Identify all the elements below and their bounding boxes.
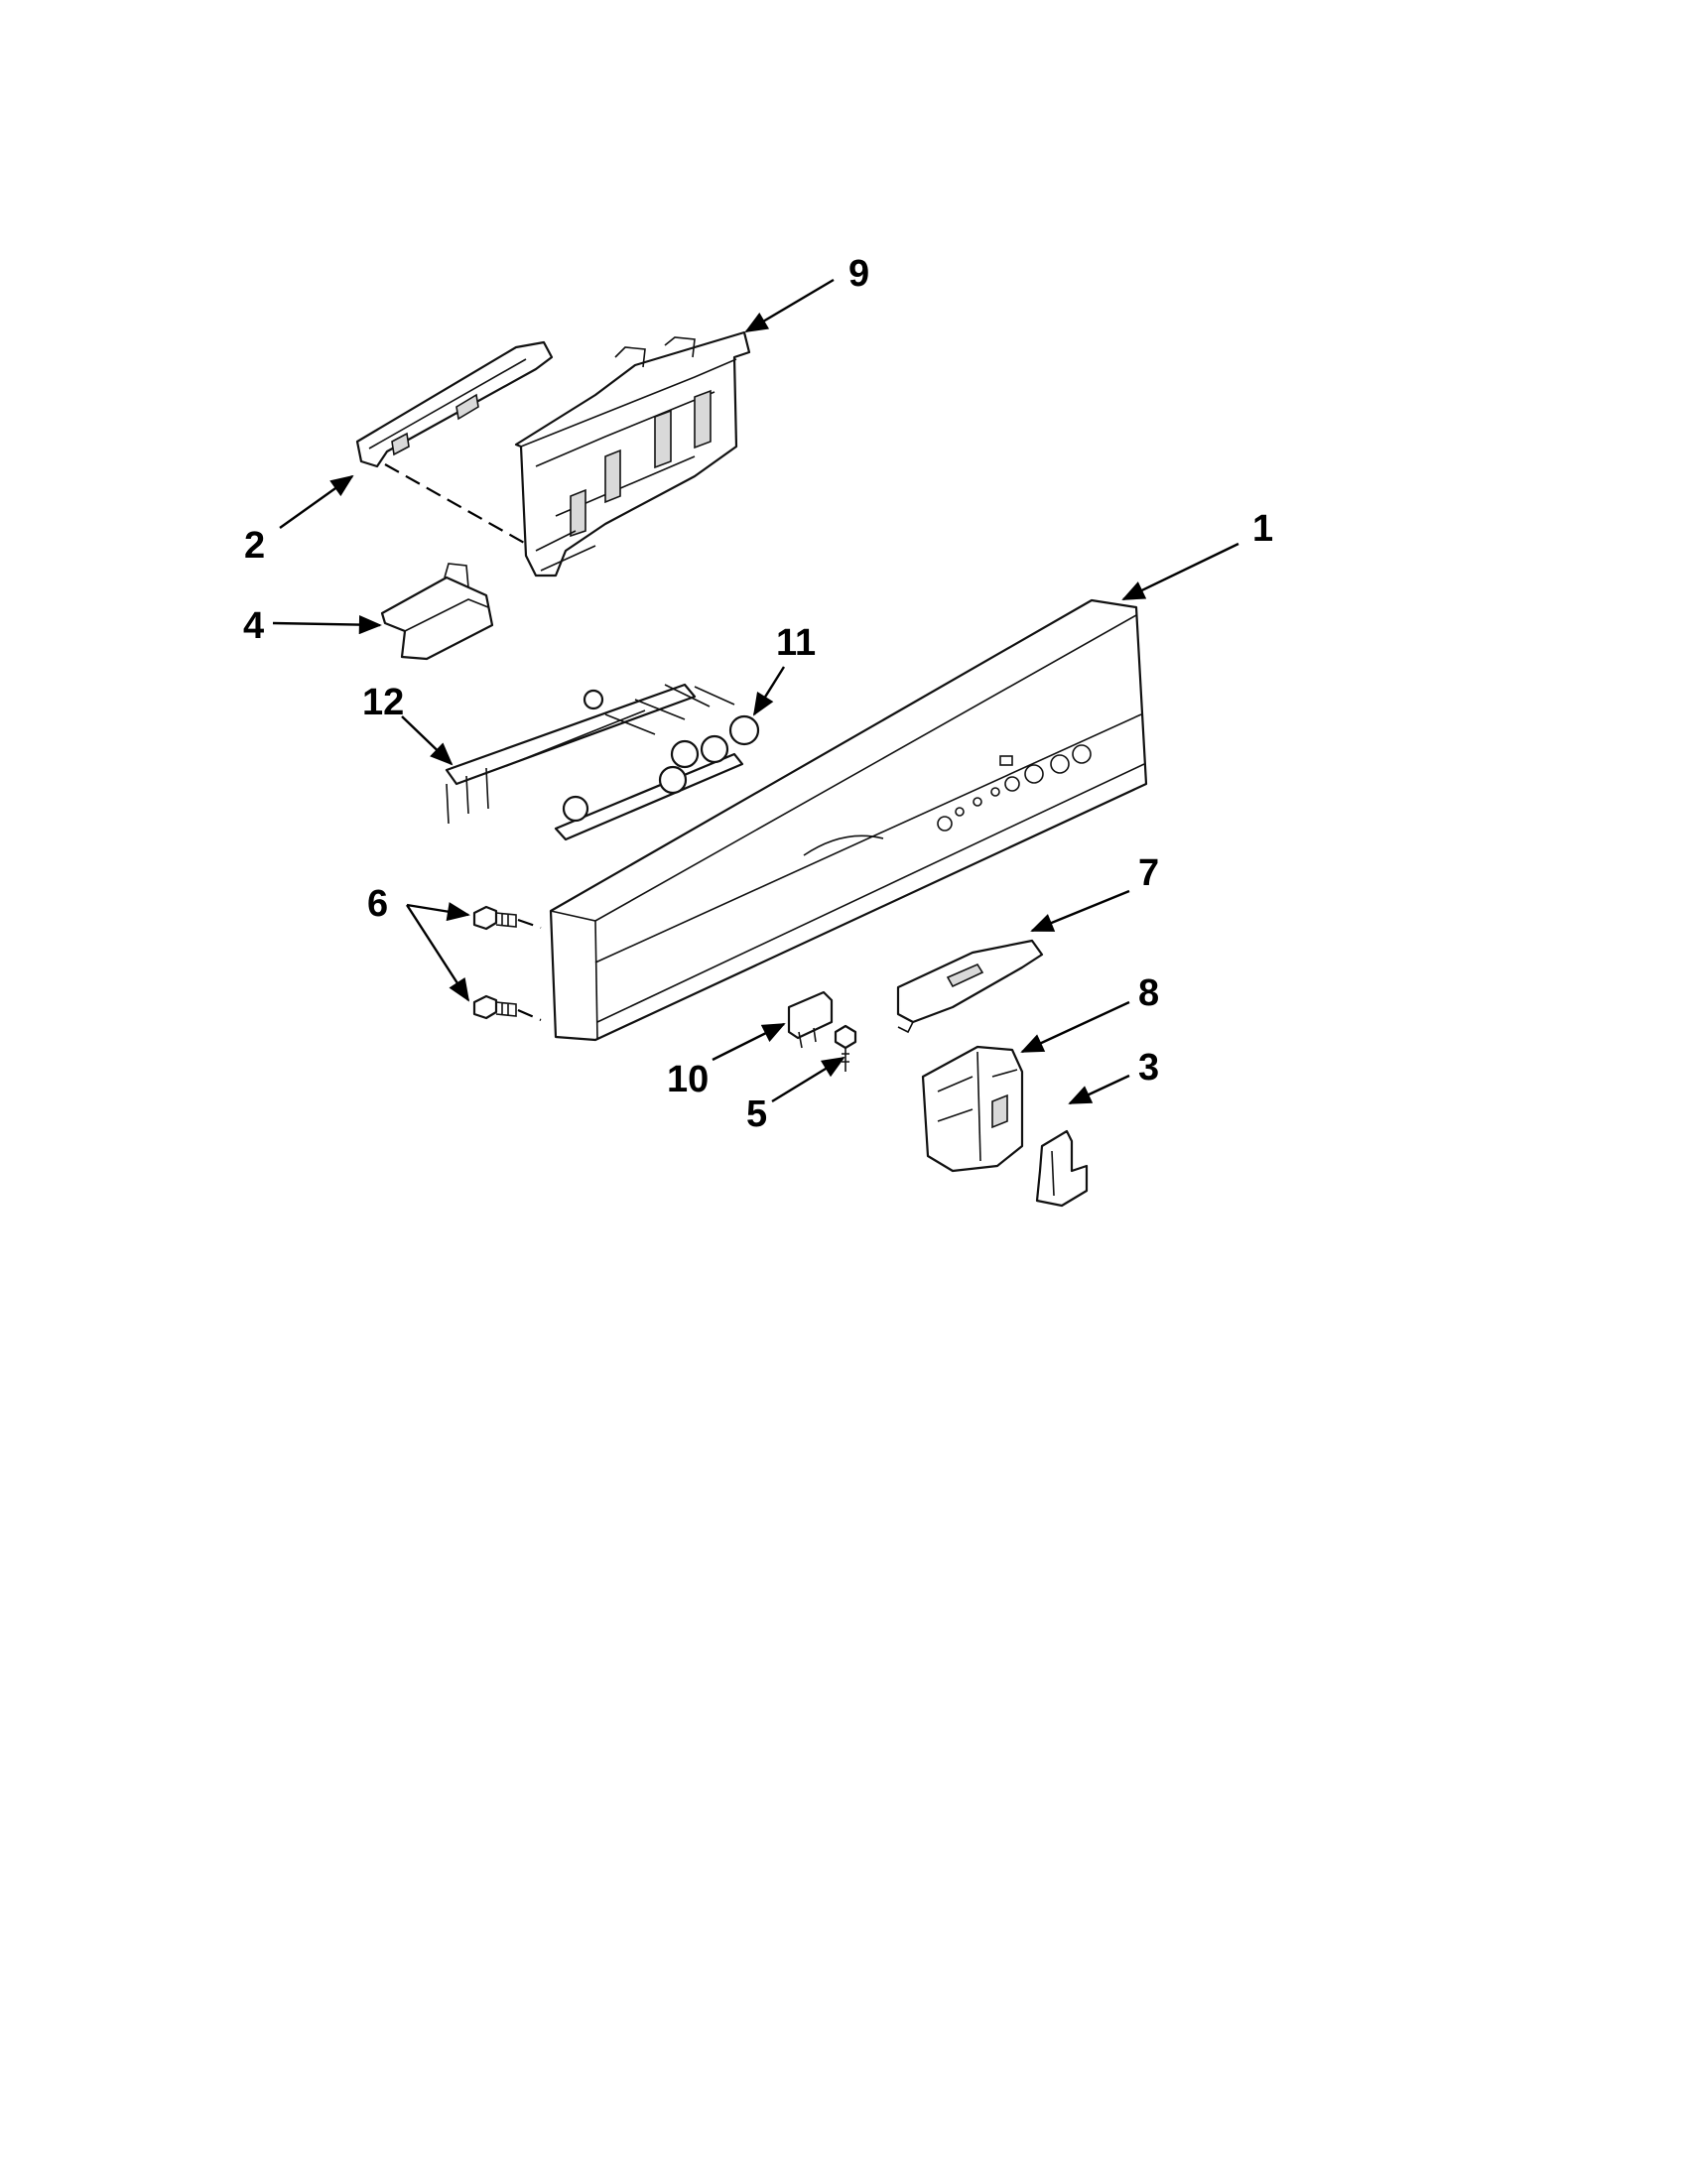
leader-lines — [272, 278, 1239, 1105]
callout-9: 9 — [848, 253, 869, 295]
part-10-switch[interactable] — [787, 990, 834, 1049]
part-4-cover[interactable] — [380, 563, 494, 661]
leader-2 — [279, 474, 354, 529]
leader-6-lower — [405, 904, 470, 1002]
part-7-latch-handle[interactable] — [896, 939, 1044, 1034]
part-11-buttons[interactable] — [554, 684, 760, 841]
leader-7 — [1030, 889, 1130, 933]
leader-1 — [1121, 542, 1239, 601]
callout-5: 5 — [746, 1093, 767, 1135]
leader-3 — [1068, 1074, 1130, 1105]
callout-12: 12 — [362, 682, 404, 723]
leader-12 — [401, 715, 454, 766]
part-2-bracket[interactable] — [355, 340, 554, 468]
callout-10: 10 — [667, 1059, 709, 1100]
callout-6: 6 — [367, 883, 388, 925]
part-3-strike-bracket[interactable] — [1035, 1129, 1089, 1208]
part-6-screws[interactable] — [472, 905, 517, 1020]
leader-9 — [744, 278, 835, 333]
leader-4 — [272, 615, 382, 635]
part-5-screw[interactable] — [834, 1024, 857, 1072]
part-8-door-latch[interactable] — [921, 1045, 1024, 1173]
screw-alignment-lower — [517, 1008, 542, 1022]
callout-8: 8 — [1138, 972, 1159, 1014]
callout-labels: 9 2 1 4 11 12 6 7 8 3 10 5 — [243, 253, 1273, 1135]
leader-5 — [771, 1056, 845, 1103]
part-9-control-board[interactable] — [514, 330, 751, 578]
leader-11 — [752, 666, 786, 716]
callout-3: 3 — [1138, 1047, 1159, 1089]
screw-alignment-upper — [517, 918, 542, 930]
leader-6-upper — [406, 902, 470, 922]
callout-4: 4 — [243, 605, 264, 647]
leader-10 — [712, 1022, 786, 1062]
callout-11: 11 — [776, 622, 816, 664]
callout-2: 2 — [244, 525, 265, 567]
part-1-console-panel[interactable] — [549, 598, 1148, 1042]
leader-8 — [1020, 1000, 1130, 1054]
callout-7: 7 — [1138, 852, 1159, 894]
part-12-key-bracket[interactable] — [445, 683, 697, 825]
callout-1: 1 — [1252, 508, 1273, 550]
alignment-line — [384, 463, 527, 545]
